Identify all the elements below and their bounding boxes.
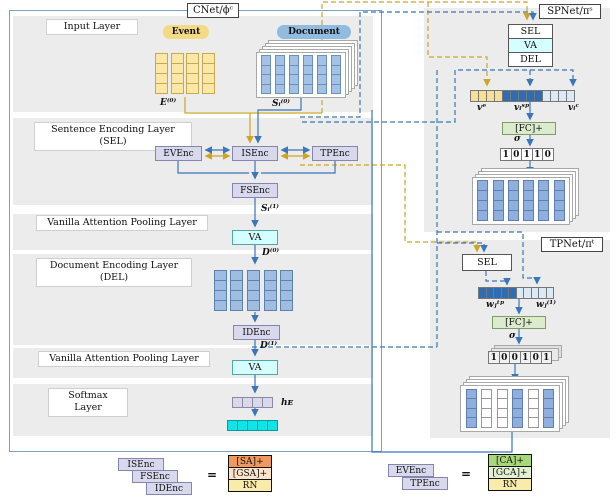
legend-left-stack: [SA]+ [GSA]+ RN (228, 455, 272, 492)
w-tp-label: wⱼᵗᵖ (486, 300, 505, 310)
output-distribution-row (227, 420, 278, 431)
tpnet-fc-box: [FC]+ (492, 316, 546, 329)
tpnet-sigma-label: σ (509, 331, 516, 341)
document-badge: Document (277, 25, 351, 39)
w-first-label: wⱼ⁽¹⁾ (536, 300, 556, 310)
spnet-sel-box: SEL (508, 24, 553, 39)
va2-box: VA (232, 360, 278, 375)
sel-layer-label: Sentence Encoding Layer (SEL) (34, 122, 192, 151)
spnet-del-box: DEL (508, 52, 553, 67)
v-event-label: vᵉ (477, 103, 487, 113)
v-context-label: vᵢᶜ (568, 103, 580, 113)
spnet-sigma-label: σ (514, 134, 521, 144)
legend-left-equals: = (207, 468, 218, 482)
event-matrix (152, 50, 218, 97)
spnet-vector-bar (470, 90, 575, 102)
tpenc-box: TPEnc (312, 146, 358, 161)
del-out-var: D⁽¹⁾ (260, 341, 278, 351)
vap1-layer-label: Vanilla Attention Pooling Layer (36, 215, 208, 232)
spnet-fc-box: [FC]+ (502, 122, 556, 135)
idenc-box: IDEnc (233, 325, 280, 340)
document-encoding-matrix (210, 268, 297, 314)
vap2-layer-label: Vanilla Attention Pooling Layer (38, 351, 210, 368)
legend-idenc-box: IDEnc (146, 482, 192, 495)
softmax-layer-label: Softmax Layer (48, 388, 128, 417)
gca-item: [GCA]+ (488, 466, 532, 479)
logits-row (232, 397, 273, 408)
vap1-out-var: D⁽⁰⁾ (262, 248, 280, 258)
legend-tpenc-box: TPEnc (402, 477, 448, 490)
legend-right-stack: [CA]+ [GCA]+ RN (488, 454, 532, 491)
doc-var-label: Sᵢ⁽⁰⁾ (272, 99, 290, 109)
rn-item-left: RN (228, 479, 272, 492)
softmax-out-var: hᴇ (281, 398, 294, 408)
del-label-line2: (DEL) (99, 272, 129, 284)
event-badge: Event (163, 25, 209, 39)
sel-out-var: Sᵢ⁽¹⁾ (261, 204, 279, 214)
legend-evenc-box: EVEnc (388, 464, 434, 477)
del-label-line1: Document Encoding Layer (49, 260, 179, 271)
evenc-box: EVEnc (155, 146, 202, 161)
tpnet-sel-box: SEL (462, 254, 512, 271)
isenc-box: ISEnc (232, 146, 278, 161)
rn-item-right: RN (488, 478, 532, 491)
tpnet-vector-bar (478, 287, 554, 299)
gsa-item: [GSA]+ (228, 467, 272, 480)
tpnet-title: TPNet/πᵗ (541, 237, 603, 252)
v-sp-label: vᵢˢᵖ (514, 103, 530, 113)
tpnet-selected-matrix (460, 376, 572, 434)
sel-label-line1: Sentence Encoding Layer (51, 124, 175, 135)
fsenc-box: FSEnc (232, 183, 278, 198)
legend-right-equals: = (461, 467, 472, 481)
spnet-va-box: VA (508, 38, 553, 53)
document-matrix (256, 40, 360, 100)
input-layer-label: Input Layer (46, 19, 138, 36)
cnet-title: CNet/ϕᶜ (187, 3, 239, 18)
del-layer-label: Document Encoding Layer (DEL) (36, 258, 192, 287)
sel-label-line2: (SEL) (99, 136, 127, 148)
spnet-title: SPNet/πˢ (539, 4, 601, 19)
spnet-selected-matrix (472, 168, 580, 226)
va1-box: VA (232, 230, 278, 245)
event-var-label: E⁽⁰⁾ (160, 98, 177, 108)
